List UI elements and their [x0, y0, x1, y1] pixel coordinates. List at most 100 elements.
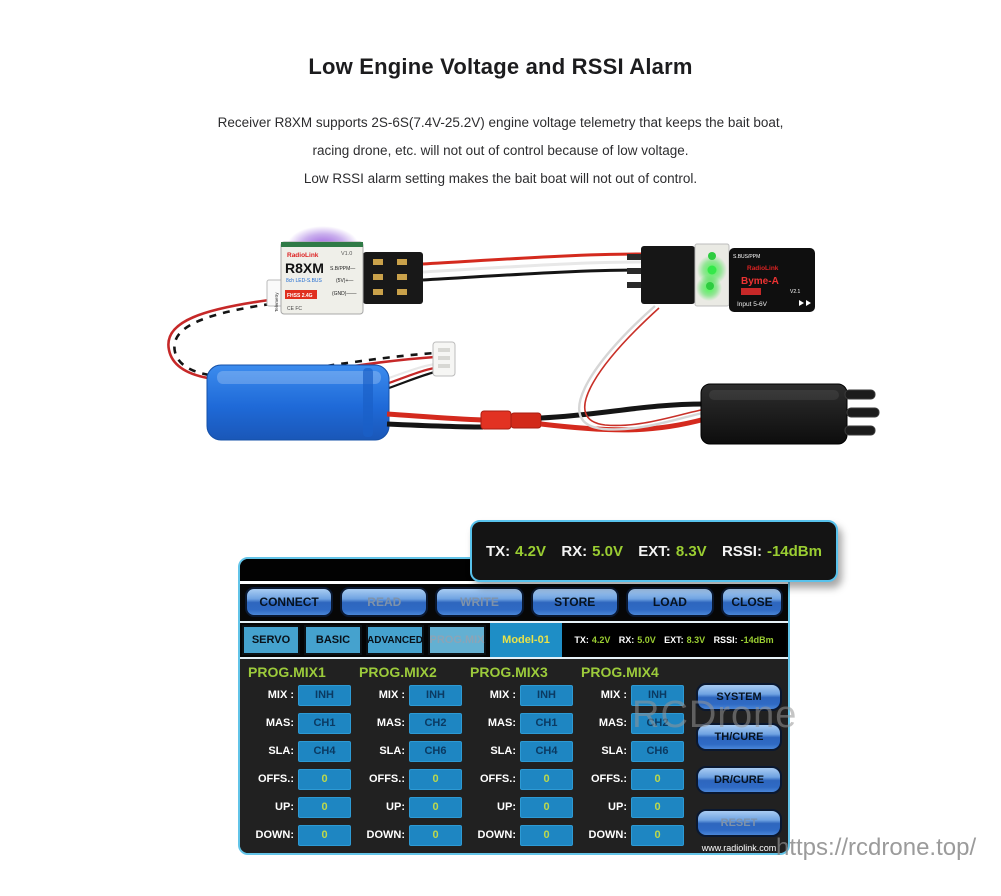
up-label: UP:	[386, 801, 405, 813]
status-rssi: RSSI: -14dBm	[714, 635, 774, 645]
telemetry-rx: RX: 5.0V	[561, 543, 623, 560]
down-value-field[interactable]: 0	[631, 824, 684, 846]
mix-label: MIX :	[600, 689, 627, 701]
description-line-2: racing drone, etc. will not out of contr…	[312, 143, 689, 158]
down-label: DOWN:	[588, 829, 628, 841]
mix-value-field[interactable]: INH	[298, 684, 351, 706]
read-button[interactable]: READ	[340, 587, 429, 618]
store-button[interactable]: STORE	[530, 587, 619, 618]
tab-bar: SERVO BASIC ADVANCED PROG.MIX Model-01 T…	[240, 623, 788, 658]
svg-text:RadioLink: RadioLink	[747, 265, 779, 272]
mas-value-field[interactable]: CH1	[298, 712, 351, 734]
status-ext-value: 8.3V	[686, 635, 706, 646]
tab-basic[interactable]: BASIC	[304, 625, 362, 656]
tab-servo[interactable]: SERVO	[242, 625, 300, 656]
sla-value-field[interactable]: CH6	[409, 740, 462, 762]
offs-value-field[interactable]: 0	[520, 768, 573, 790]
model-selector[interactable]: Model-01	[490, 623, 562, 658]
svg-text:Telemetry: Telemetry	[274, 292, 279, 312]
toolbar: CONNECT READ WRITE STORE LOAD CLOSE	[240, 583, 788, 622]
down-label: DOWN:	[477, 829, 517, 841]
status-tx-label: TX:	[574, 635, 589, 646]
separator	[240, 657, 788, 659]
telemetry-rx-label: RX:	[561, 542, 588, 560]
up-value-field[interactable]: 0	[520, 796, 573, 818]
module-byme-a: S.BUS/PPM RadioLink Byme-A V2.1 Input 5-…	[627, 243, 815, 312]
mix-value-field[interactable]: INH	[409, 684, 462, 706]
telemetry-rssi-value: -14dBm	[766, 542, 822, 560]
description: Receiver R8XM supports 2S-6S(7.4V-25.2V)…	[0, 109, 1001, 193]
svg-text:Input 5-6V: Input 5-6V	[737, 301, 768, 308]
mix-value-field[interactable]: INH	[520, 684, 573, 706]
tab-progmix[interactable]: PROG.MIX	[428, 625, 486, 656]
mix-value-field[interactable]: INH	[631, 684, 684, 706]
svg-text:Byme-A: Byme-A	[741, 276, 779, 287]
watermark-url: https://rcdrone.top/	[776, 834, 977, 861]
svg-text:CE FC: CE FC	[287, 306, 302, 312]
mas-value-field[interactable]: CH1	[520, 712, 573, 734]
page-title: Low Engine Voltage and RSSI Alarm	[308, 54, 693, 79]
close-button[interactable]: CLOSE	[721, 587, 784, 618]
sla-value-field[interactable]: CH6	[631, 740, 684, 762]
telemetry-rssi: RSSI: -14dBm	[722, 543, 822, 560]
status-tx-value: 4.2V	[591, 635, 611, 646]
sla-label: SLA:	[490, 745, 516, 757]
up-value-field[interactable]: 0	[298, 796, 351, 818]
status-rssi-label: RSSI:	[713, 635, 738, 646]
separator	[240, 580, 788, 584]
description-line-1: Receiver R8XM supports 2S-6S(7.4V-25.2V)…	[217, 115, 784, 130]
mix-label: MIX :	[267, 689, 294, 701]
mas-label: MAS:	[487, 717, 516, 729]
svg-text:(5V)+—: (5V)+—	[336, 278, 353, 284]
sla-value-field[interactable]: CH4	[520, 740, 573, 762]
offs-value-field[interactable]: 0	[409, 768, 462, 790]
up-label: UP:	[497, 801, 516, 813]
load-button[interactable]: LOAD	[625, 587, 715, 618]
tab-advanced[interactable]: ADVANCED	[366, 625, 424, 656]
status-rx-label: RX:	[618, 635, 635, 646]
svg-text:S.B/PPM—: S.B/PPM—	[330, 266, 355, 272]
progmix3-panel: PROG.MIX3 MIX :INH MAS:CH1 SLA:CH4 OFFS.…	[470, 663, 581, 853]
telemetry-rx-value: 5.0V	[592, 542, 624, 560]
telemetry-ext-value: 8.3V	[675, 542, 707, 560]
status-rssi-value: -14dBm	[740, 635, 774, 646]
mas-value-field[interactable]: CH2	[409, 712, 462, 734]
svg-text:S.BUS/PPM: S.BUS/PPM	[733, 254, 760, 260]
reset-button[interactable]: RESET	[696, 809, 782, 837]
mix-label: MIX :	[489, 689, 516, 701]
up-value-field[interactable]: 0	[409, 796, 462, 818]
down-label: DOWN:	[255, 829, 295, 841]
progmix2-title: PROG.MIX2	[359, 664, 437, 680]
description-line-3: Low RSSI alarm setting makes the bait bo…	[303, 171, 698, 186]
dr-cure-button[interactable]: DR/CURE	[696, 766, 782, 794]
progmix-content: PROG.MIX1 MIX : INH MAS: CH1 SLA: CH4 OFFS.…	[240, 659, 788, 853]
down-value-field[interactable]: 0	[298, 824, 351, 846]
offs-value-field[interactable]: 0	[631, 768, 684, 790]
down-value-field[interactable]: 0	[520, 824, 573, 846]
mas-value-field[interactable]: CH2	[631, 712, 684, 734]
up-value-field[interactable]: 0	[631, 796, 684, 818]
balance-connector	[432, 341, 456, 377]
telemetry-tx: TX: 4.2V	[486, 543, 546, 560]
receiver-servo-plugs	[363, 252, 423, 304]
down-value-field[interactable]: 0	[409, 824, 462, 846]
offs-label: OFFS.:	[257, 773, 294, 785]
write-button[interactable]: WRITE	[435, 587, 524, 618]
progmix1-title: PROG.MIX1	[248, 664, 326, 680]
th-cure-button[interactable]: TH/CURE	[696, 723, 782, 751]
sla-value-field[interactable]: CH4	[298, 740, 351, 762]
sla-label: SLA:	[601, 745, 627, 757]
svg-text:8ch LED-S.BUS: 8ch LED-S.BUS	[286, 278, 323, 284]
offs-value-field[interactable]: 0	[298, 768, 351, 790]
mix-grid: PROG.MIX1 MIX : INH MAS: CH1 SLA: CH4 OFFS.…	[248, 663, 692, 853]
esc	[700, 383, 880, 445]
svg-text:R8XM: R8XM	[285, 260, 324, 276]
mas-label: MAS:	[598, 717, 627, 729]
system-button[interactable]: SYSTEM	[696, 683, 782, 711]
app-panel: CONNECT READ WRITE STORE LOAD CLOSE SERV…	[238, 557, 790, 855]
progmix4-title: PROG.MIX4	[581, 664, 659, 680]
status-rx-value: 5.0V	[637, 635, 656, 646]
connect-button[interactable]: CONNECT	[245, 587, 334, 618]
status-tx: TX: 4.2V	[574, 635, 610, 645]
